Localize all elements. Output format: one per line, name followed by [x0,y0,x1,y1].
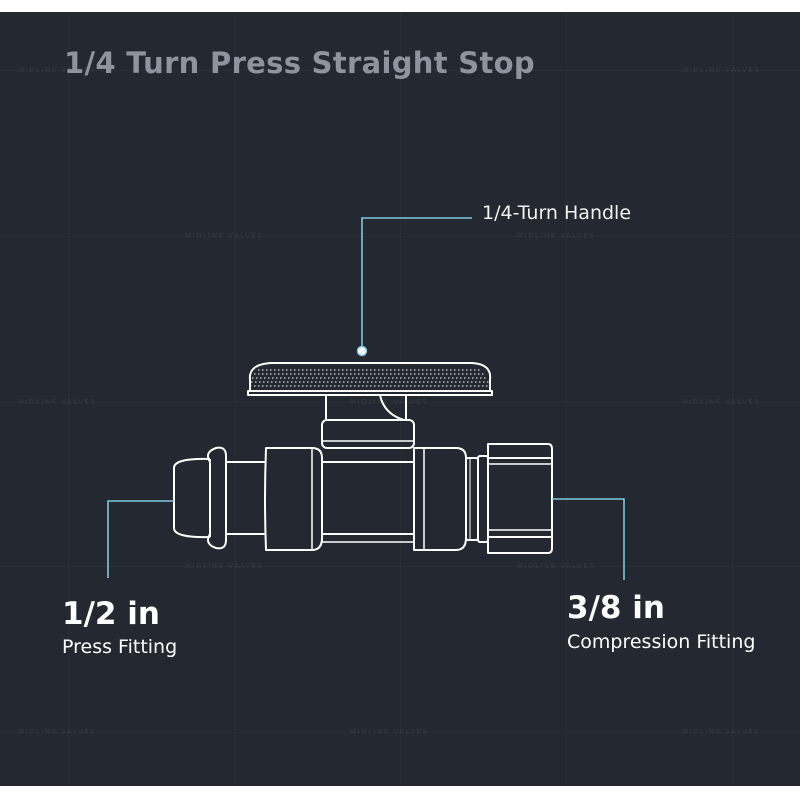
watermark: MIDLINE VALVES [517,562,596,570]
handle-shape [247,362,493,396]
watermark: MIDLINE VALVES [682,66,761,74]
watermark: MIDLINE VALVES [18,66,97,74]
stem-shape [325,394,407,421]
valve-diagram [107,217,625,580]
right-size-label: 3/8 in [567,590,665,626]
handle-callout-line [361,217,472,350]
right-type-label: Compression Fitting [567,631,756,653]
watermark: MIDLINE VALVES [185,562,264,570]
handle-callout-label: 1/4-Turn Handle [482,202,632,224]
left-size-label: 1/2 in [62,596,160,632]
bonnet-shape [321,419,415,449]
watermark: MIDLINE VALVES [18,728,97,736]
watermark: MIDLINE VALVES [682,728,761,736]
right-callout-line [552,498,625,580]
left-press-fitting [173,446,266,550]
watermark: MIDLINE VALVES [350,398,429,406]
watermark: MIDLINE VALVES [185,232,264,240]
left-callout-line [107,500,174,578]
watermark: MIDLINE VALVES [18,398,97,406]
watermark: MIDLINE VALVES [517,232,596,240]
watermark: MIDLINE VALVES [682,398,761,406]
page-title: 1/4 Turn Press Straight Stop [64,46,535,80]
left-type-label: Press Fitting [62,636,178,658]
valve-body [264,447,467,551]
diagram-canvas: MIDLINE VALVES MIDLINE VALVES MIDLINE VA… [0,12,800,786]
right-compression-fitting [465,443,553,554]
watermark: MIDLINE VALVES [350,728,429,736]
handle-callout-dot [356,345,368,357]
